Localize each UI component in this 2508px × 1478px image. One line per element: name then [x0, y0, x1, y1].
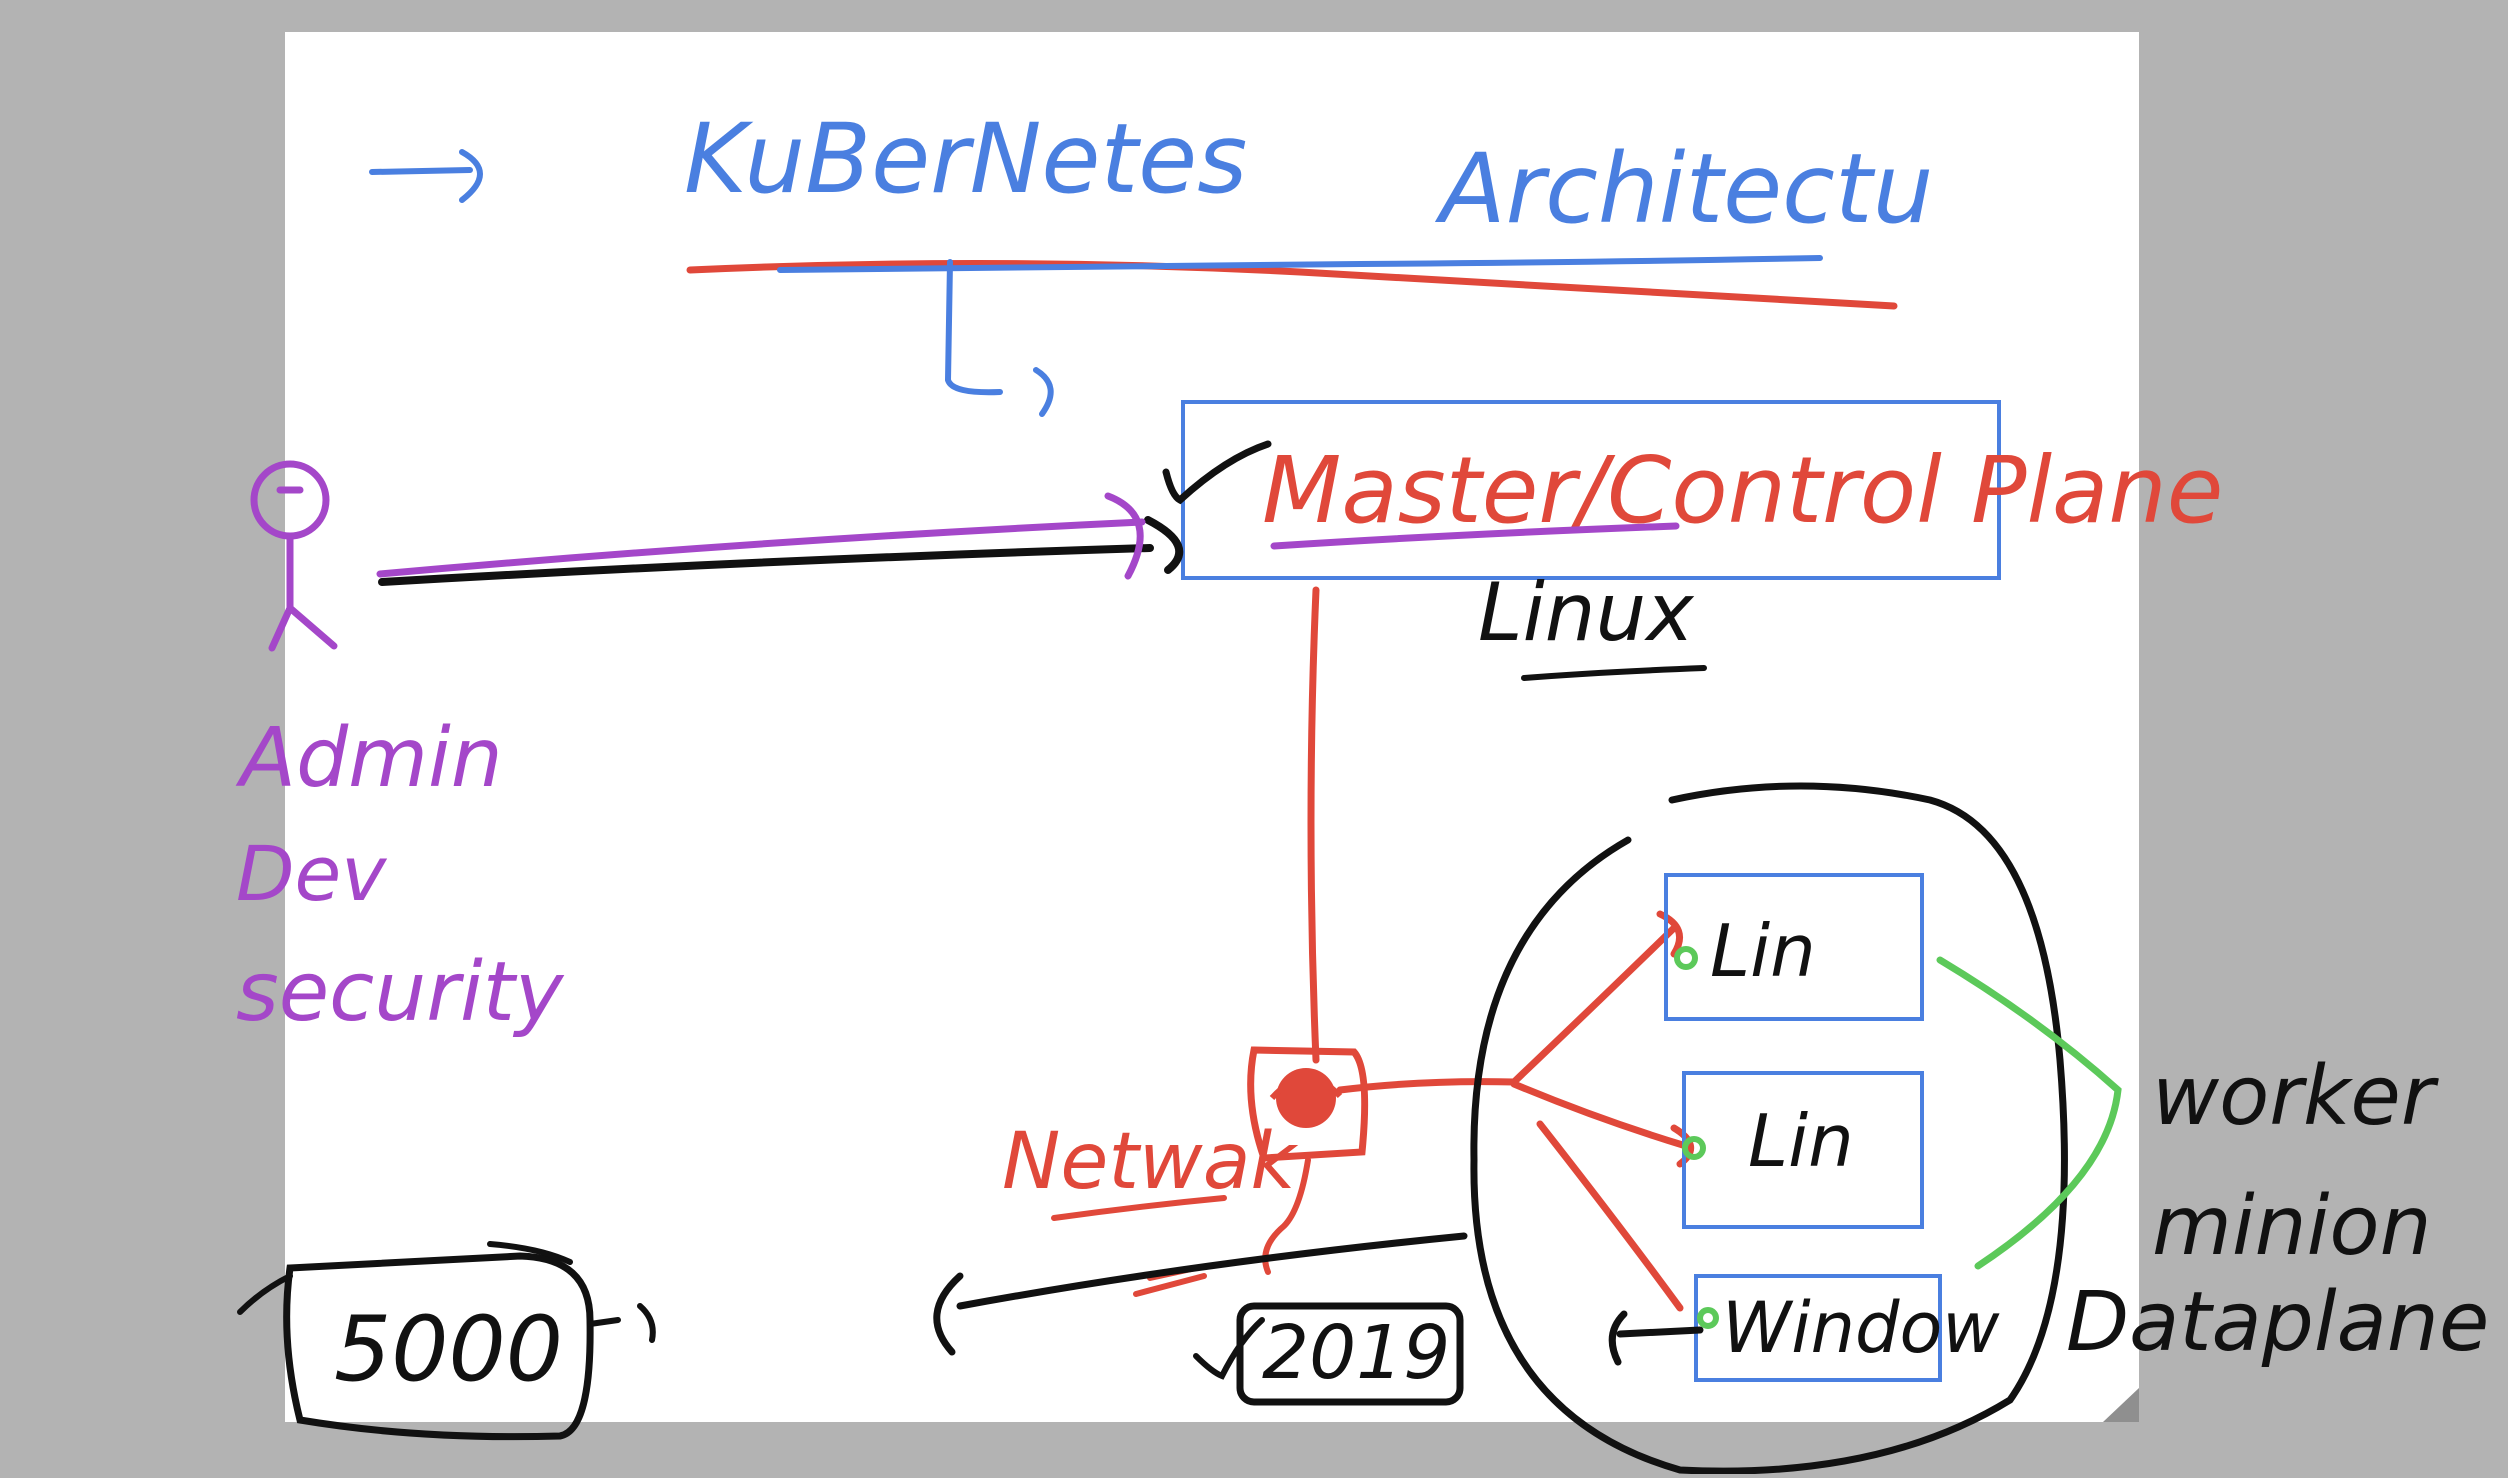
count-badge-value: 5000: [334, 1297, 563, 1402]
year-badge-value: 2019: [1262, 1310, 1450, 1396]
count-badge: 5000: [237, 1241, 656, 1441]
worker-node-3-dot-icon: [1697, 1307, 1719, 1329]
control-plane[interactable]: Master/Control Plane Linux: [1162, 400, 2223, 681]
os-underline: [1521, 665, 1707, 681]
user-actor: Admin Dev security: [235, 460, 565, 1040]
count-badge-tick: [237, 1241, 573, 1315]
network-node-loop: [1269, 1075, 1343, 1101]
worker-node-2-label: Lin: [1748, 1099, 1854, 1183]
resize-handle-icon[interactable]: [2103, 1388, 2139, 1422]
windows-arrow-icon: [1608, 1310, 1704, 1366]
worker-node-3[interactable]: Window: [1694, 1274, 2000, 1382]
user-to-master-arrow-black: [378, 516, 1184, 586]
title-group: KuBerNetes Architectu: [369, 103, 1933, 417]
user-role-admin: Admin: [235, 711, 503, 806]
network-label: Netwak: [1002, 1117, 1299, 1207]
worker-bracket: [1936, 956, 2122, 1270]
title-arrow-icon: [369, 149, 483, 203]
user-role-security: security: [236, 945, 565, 1040]
year-badge-frame: [1236, 1302, 1464, 1406]
title-word-kubernetes: KuBerNetes: [684, 103, 1247, 215]
worker-node-1-label: Lin: [1710, 909, 1816, 993]
network-hub: Netwak: [1002, 586, 1694, 1312]
worker-line-worker: worker: [2152, 1049, 2439, 1144]
stick-figure-icon: [268, 486, 338, 652]
worker-cluster-ring: [1470, 782, 2068, 1475]
title-underline-blue: [777, 255, 1823, 273]
worker-node-1-box[interactable]: [1664, 873, 1924, 1021]
year-badge: 2019: [1193, 1302, 1464, 1406]
hook-arrow-icon: [944, 259, 1054, 417]
check-mark-icon: [1162, 440, 1272, 505]
title-underline-red: [686, 259, 1898, 310]
network-node-frame: [1247, 1046, 1369, 1162]
worker-node-1[interactable]: Lin: [1664, 873, 1924, 1021]
worker-cluster: Lin Lin Window: [1470, 782, 2068, 1475]
control-plane-underline: [1270, 522, 1680, 550]
cluster-to-left-arrow: [933, 1232, 1468, 1356]
worker-node-2-dot-icon: [1682, 1136, 1706, 1160]
count-badge-arrow: [587, 1303, 656, 1343]
year-badge-check: [1193, 1317, 1265, 1380]
control-plane-box[interactable]: [1181, 400, 2001, 580]
control-plane-os: Linux: [1478, 566, 1695, 659]
count-badge-frame: [283, 1252, 594, 1441]
network-underline: [1051, 1195, 1227, 1221]
user-to-master-arrow-purple: [376, 492, 1146, 580]
worker-node-1-dot-icon: [1674, 946, 1698, 970]
user-role-dev: Dev: [236, 829, 387, 918]
hub-to-node-line: [1336, 1078, 1518, 1094]
master-to-network-line: [1307, 586, 1320, 1064]
control-plane-label: Master/Control Plane: [1262, 437, 2223, 544]
title-word-architecture: Architectu: [1434, 133, 1933, 245]
worker-node-3-label: Window: [1722, 1287, 2000, 1369]
hub-to-node-3-line: [1536, 1120, 1684, 1312]
worker-node-2[interactable]: Lin: [1682, 1071, 1924, 1229]
worker-line-dataplane: Dataplane: [2066, 1275, 2489, 1370]
worker-line-minion: minion: [2152, 1179, 2432, 1274]
